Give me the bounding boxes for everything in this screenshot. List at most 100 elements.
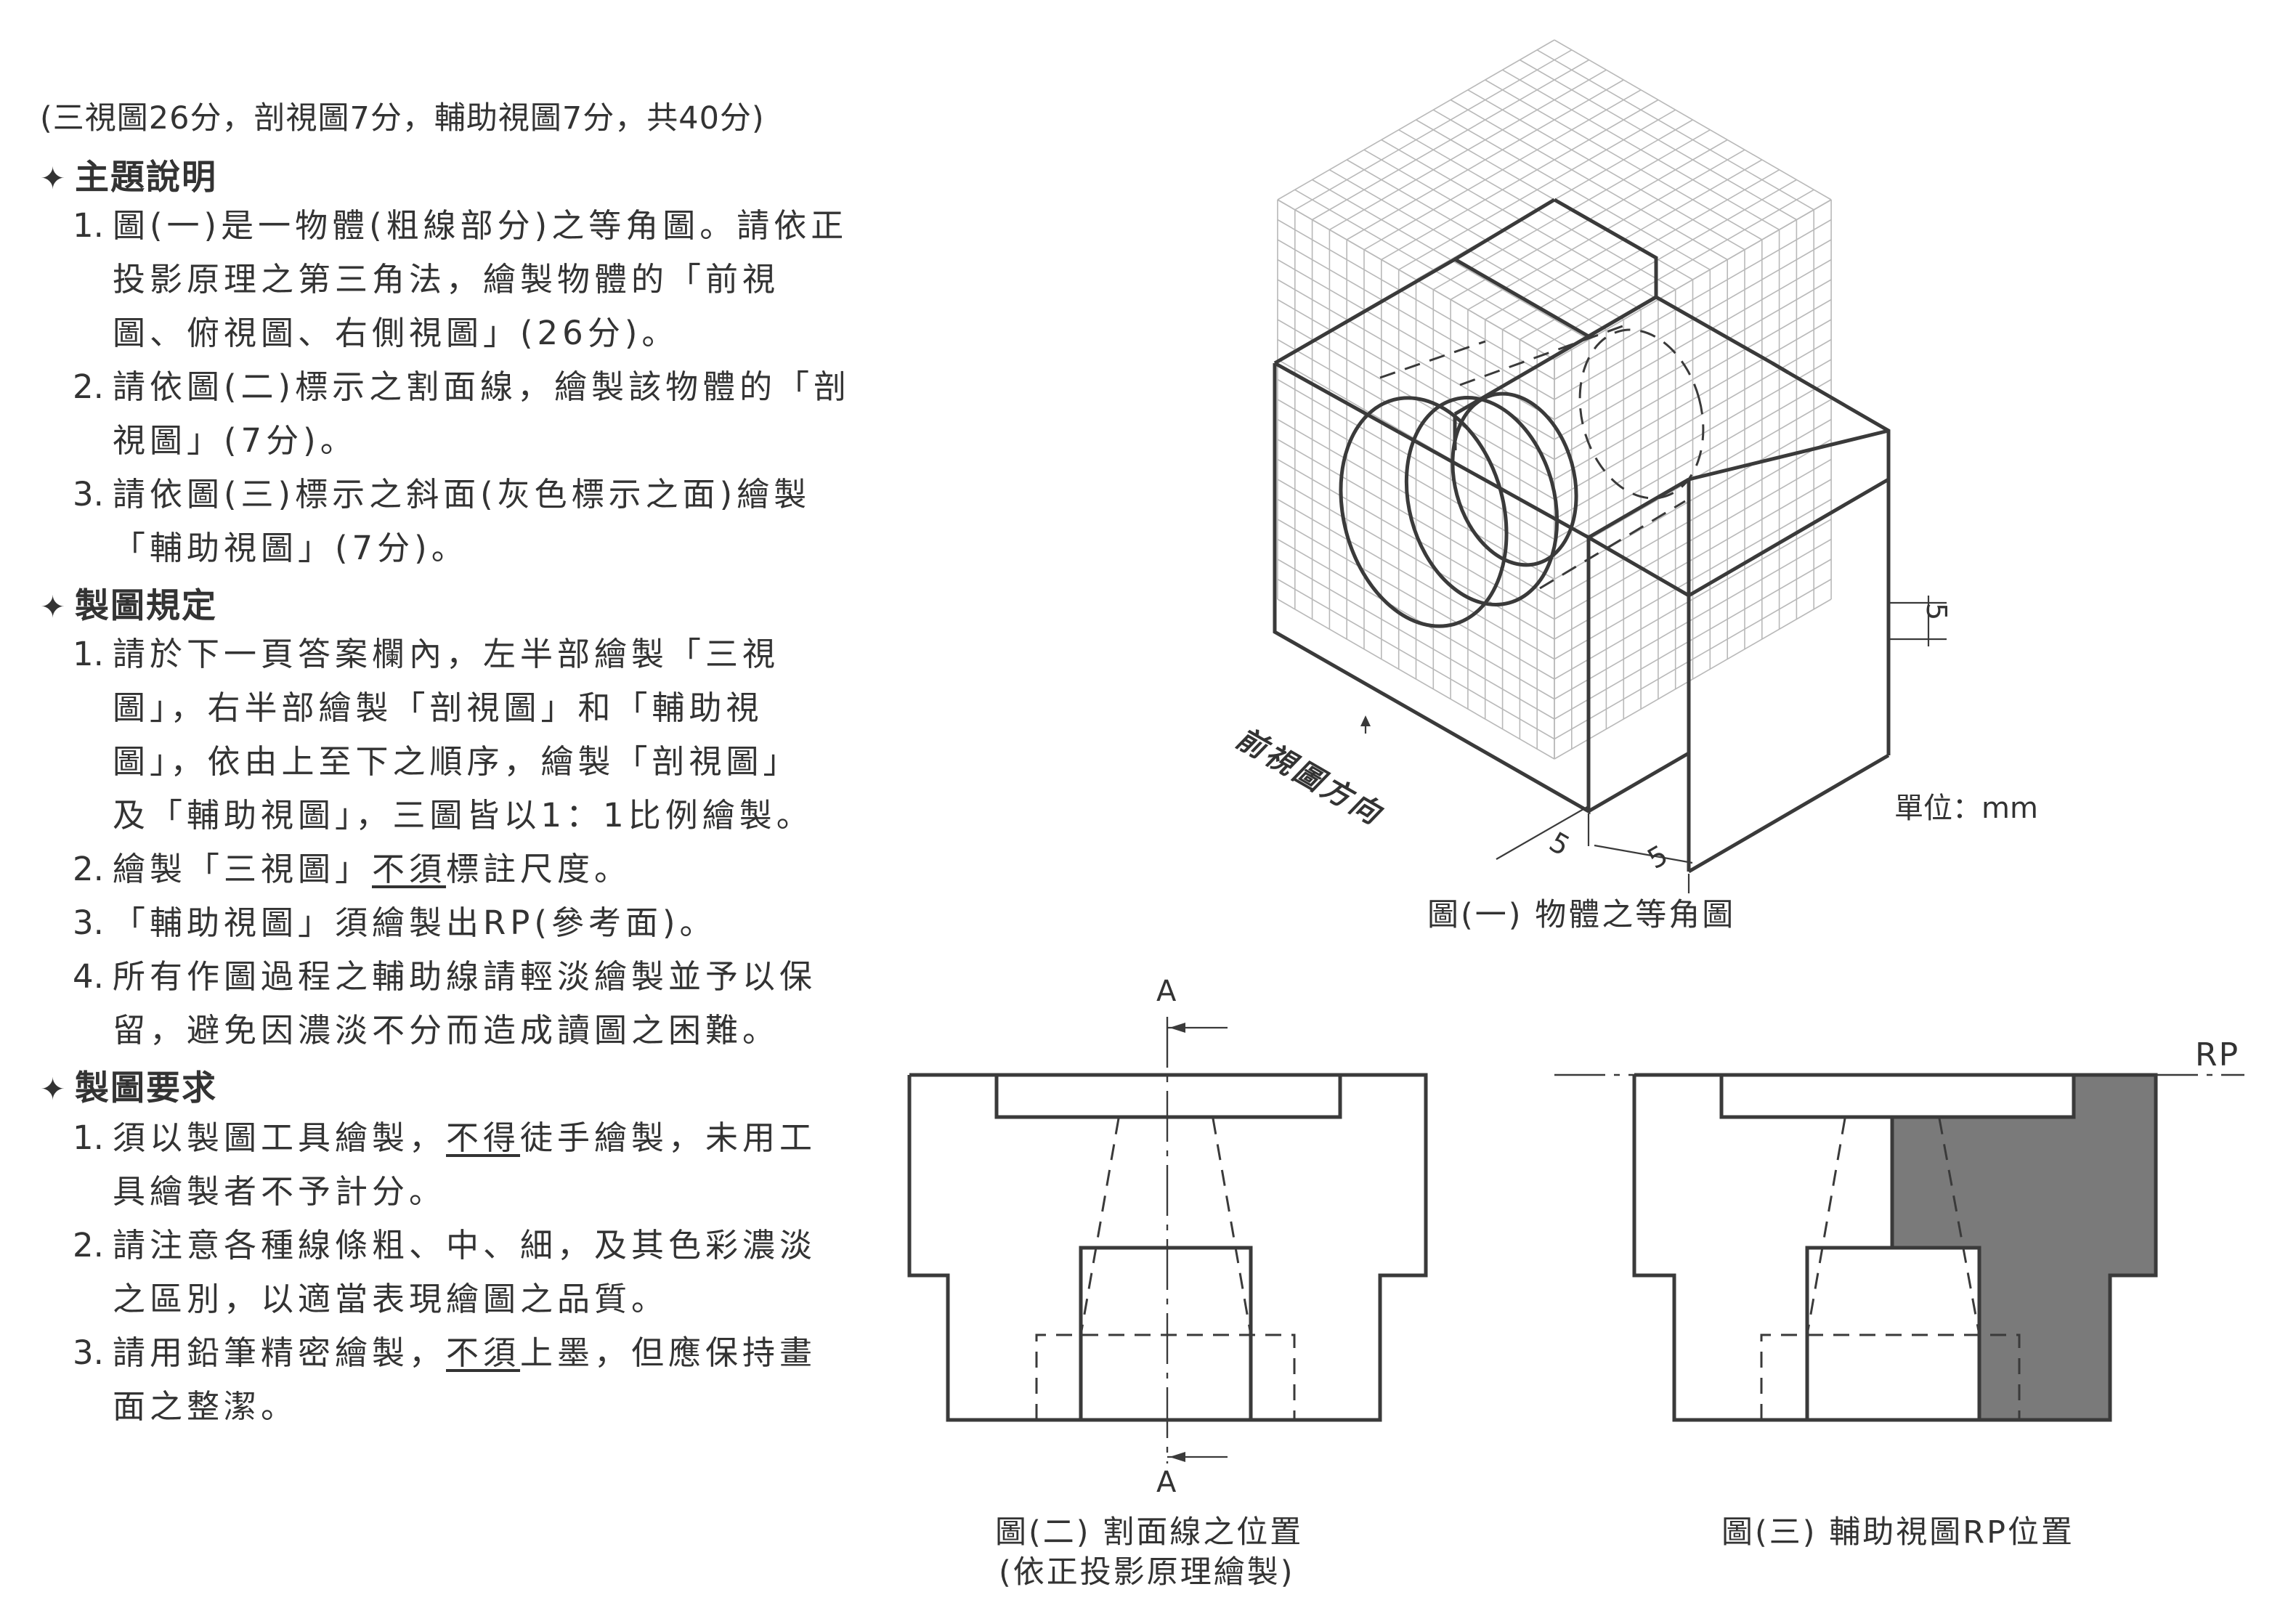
item-number: 1. <box>73 206 104 245</box>
section-title: 主題說明 <box>75 158 217 198</box>
grid-line <box>1398 109 1676 270</box>
bore-holes <box>1339 322 1705 628</box>
topic-item-3: 3.請依圖(三)標示之斜面(灰色標示之面)繪製 「輔助視圖」(7分)。 <box>73 468 806 575</box>
item-line: 所有作圖過程之輔助線請輕淡繪製並予以保 <box>113 957 817 996</box>
item-number: 3. <box>73 475 104 513</box>
dimension-lines <box>1360 596 1947 893</box>
grid-line <box>1554 598 1832 760</box>
grid-line <box>1554 418 1832 580</box>
item-number: 3. <box>73 1333 104 1372</box>
topic-item-2: 2.請依圖(二)標示之割面線，繪製該物體的「剖 視圖」(7分)。 <box>73 360 846 468</box>
grid-line <box>1519 179 1797 341</box>
grid-line <box>1277 418 1555 580</box>
item-number: 1. <box>73 635 104 673</box>
grid-line <box>1277 458 1555 620</box>
grid-line <box>1554 199 1832 360</box>
requirements-item-3: 3.請用鉛筆精密繪製，不須上墨，但應保持畫 面之整潔。 <box>73 1326 812 1434</box>
item-number: 1. <box>73 1118 104 1157</box>
grid-line <box>1277 239 1555 400</box>
item-line: 請於下一頁答案欄內，左半部繪製「三視 <box>113 635 780 673</box>
item-number: 2. <box>73 1226 104 1264</box>
grid-line <box>1277 598 1555 760</box>
underlined-text: 不須 <box>372 850 447 888</box>
figure1-caption: 圖(一) 物體之等角圖 <box>1427 897 1736 933</box>
section-title: 製圖要求 <box>75 1068 217 1108</box>
grid-line <box>1277 299 1555 460</box>
rules-item-4: 4.所有作圖過程之輔助線請輕淡繪製並予以保 留，避免因濃淡不分而造成讀圖之困難。 <box>73 950 812 1057</box>
grid-line <box>1277 578 1555 740</box>
star-icon: ✦ <box>40 589 68 625</box>
rules-item-1: 1.請於下一頁答案欄內，左半部繪製「三視 圖」，右半部繪製「剖視圖」和「輔助視 … <box>73 628 814 843</box>
item-text: 請用鉛筆精密繪製， <box>113 1333 447 1372</box>
figure2-caption-line2: (依正投影原理繪製) <box>999 1554 1295 1591</box>
grid-line <box>1381 99 1659 261</box>
grid-line <box>1277 338 1555 500</box>
grid-line <box>1277 519 1555 680</box>
item-number: 2. <box>73 850 104 888</box>
item-line: 圖」，依由上至下之順序，繪製「剖視圖」 <box>113 742 800 781</box>
grid-line <box>1536 189 1814 350</box>
item-line: 之區別，以適當表現繪圖之品質。 <box>113 1280 669 1318</box>
grid-line <box>1554 299 1832 460</box>
item-line: 面之整潔。 <box>113 1387 299 1426</box>
item-text: 須以製圖工具繪製， <box>113 1118 447 1157</box>
rules-item-2: 2.繪製「三視圖」不須標註尺度。 <box>73 843 777 896</box>
grid-line <box>1277 479 1555 640</box>
rules-item-3: 3.「輔助視圖」須繪製出RP(參考面)。 <box>73 896 777 950</box>
item-line: 「輔助視圖」(7分)。 <box>113 529 468 567</box>
section-topic-heading: ✦主題說明 <box>40 149 217 199</box>
underlined-text: 不得 <box>446 1118 521 1157</box>
section-rules-heading: ✦製圖規定 <box>40 577 217 628</box>
grid-line <box>1554 319 1832 480</box>
section-title: 製圖規定 <box>75 586 217 626</box>
item-line: 請注意各種線條粗、中、細，及其色彩濃淡 <box>113 1226 817 1264</box>
grid-line <box>1554 378 1832 540</box>
grid-line <box>1277 439 1555 600</box>
item-text: 上墨，但應保持畫 <box>520 1333 817 1372</box>
cut-label-top: A <box>1156 975 1177 1008</box>
cut-label-bottom: A <box>1156 1466 1177 1499</box>
grid-line <box>1554 559 1832 720</box>
underlined-text: 不須 <box>446 1333 521 1372</box>
grid-line <box>1277 378 1555 540</box>
grid-line <box>1554 458 1832 620</box>
figure3-caption: 圖(三) 輔助視圖RP位置 <box>1721 1514 2075 1551</box>
grid-line <box>1277 538 1555 700</box>
grid-line <box>1277 559 1555 720</box>
section-requirements-heading: ✦製圖要求 <box>40 1060 217 1110</box>
grid-line <box>1294 49 1573 211</box>
object-outline <box>1273 198 1891 874</box>
item-line: 留，避免因濃淡不分而造成讀圖之困難。 <box>113 1011 780 1049</box>
item-text: 標註尺度。 <box>446 850 632 888</box>
grid-line <box>1554 359 1832 520</box>
grid-line <box>1312 59 1590 221</box>
topic-item-1: 1.圖(一)是一物體(粗線部分)之等角圖。請依正 投影原理之第三角法，繪製物體的… <box>73 199 843 360</box>
grid-line <box>1554 519 1832 680</box>
item-text: 繪製「三視圖」 <box>113 850 373 888</box>
item-line: 及「輔助視圖」，三圖皆以1：1比例繪製。 <box>113 796 814 835</box>
grid-line <box>1328 69 1607 230</box>
score-line: (三視圖26分，剖視圖7分，輔助視圖7分，共40分) <box>40 100 765 137</box>
grid-line <box>1346 79 1624 240</box>
grid-line <box>1277 39 1555 200</box>
star-icon: ✦ <box>40 161 68 196</box>
grid-line <box>1277 219 1555 381</box>
item-line: 請依圖(二)標示之割面線，繪製該物體的「剖 <box>113 368 851 406</box>
unit-label: 單位：mm <box>1894 792 2038 825</box>
grid-line <box>1554 279 1832 440</box>
item-text: 徒手繪製，未用工 <box>520 1118 817 1157</box>
figure2-caption-line1: 圖(二) 割面線之位置 <box>995 1514 1304 1551</box>
isometric-figure <box>1273 39 1947 893</box>
grid-line <box>1554 479 1832 640</box>
item-line: 「輔助視圖」須繪製出RP(參考面)。 <box>113 904 717 942</box>
item-line: 具繪製者不予計分。 <box>113 1172 447 1211</box>
grid-line <box>1554 338 1832 500</box>
item-line: 圖(一)是一物體(粗線部分)之等角圖。請依正 <box>113 206 848 245</box>
requirements-item-1: 1.須以製圖工具繪製，不得徒手繪製，未用工 具繪製者不予計分。 <box>73 1111 812 1219</box>
requirements-item-2: 2.請注意各種線條粗、中、細，及其色彩濃淡 之區別，以適當表現繪圖之品質。 <box>73 1219 812 1326</box>
grid-line <box>1554 578 1832 740</box>
grid-line <box>1277 498 1555 660</box>
inclined-surface-shade <box>1892 1075 2156 1420</box>
